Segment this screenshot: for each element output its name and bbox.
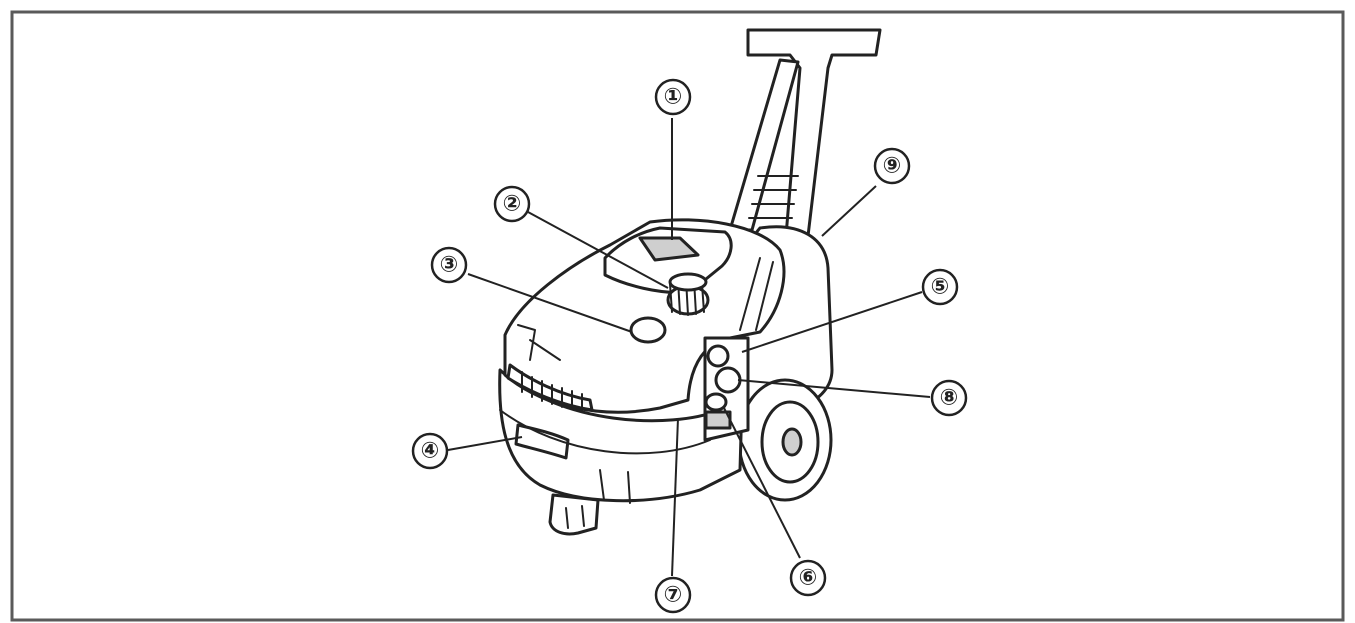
callout-7: ⑦	[664, 583, 683, 608]
leader-7	[671, 417, 679, 577]
callout-7-circle	[654, 576, 692, 614]
leader-6	[723, 407, 801, 559]
callout-1-circle	[654, 78, 692, 116]
leader-2	[527, 211, 669, 289]
round-button	[629, 316, 667, 344]
diagram-frame	[10, 10, 1345, 622]
callout-9-circle	[873, 147, 911, 185]
leader-5	[741, 291, 923, 353]
handle	[728, 28, 882, 238]
callout-5-circle	[921, 268, 959, 306]
callout-4-circle	[411, 432, 449, 470]
rear-wheel	[737, 378, 833, 502]
callout-1: ①	[664, 85, 683, 110]
front-caster	[548, 493, 600, 536]
front-grille	[506, 324, 594, 412]
callout-8-circle	[930, 379, 968, 417]
callout-9: ⑨	[883, 154, 902, 179]
callout-5: ⑤	[931, 275, 950, 300]
filler-cap	[638, 236, 700, 262]
control-knob	[666, 272, 710, 316]
front-grip	[514, 423, 570, 460]
base-body	[498, 368, 744, 503]
callout-6-circle	[789, 559, 827, 597]
callout-3-circle	[430, 246, 468, 284]
callout-labels: ① ② ③ ④ ⑤ ⑥ ⑦ ⑧ ⑨	[411, 78, 968, 614]
machine-illustration	[498, 28, 882, 536]
leader-4	[447, 436, 523, 451]
leader-9	[821, 185, 877, 237]
leader-lines	[447, 118, 931, 577]
callout-4: ④	[421, 439, 440, 464]
callout-2-circle	[493, 185, 531, 223]
callout-2: ②	[503, 192, 522, 217]
connection-bay	[703, 336, 750, 442]
callout-8: ⑧	[940, 386, 959, 411]
leader-3	[467, 273, 633, 333]
leader-8	[737, 379, 931, 398]
callout-3: ③	[440, 253, 459, 278]
callout-6: ⑥	[799, 566, 818, 591]
